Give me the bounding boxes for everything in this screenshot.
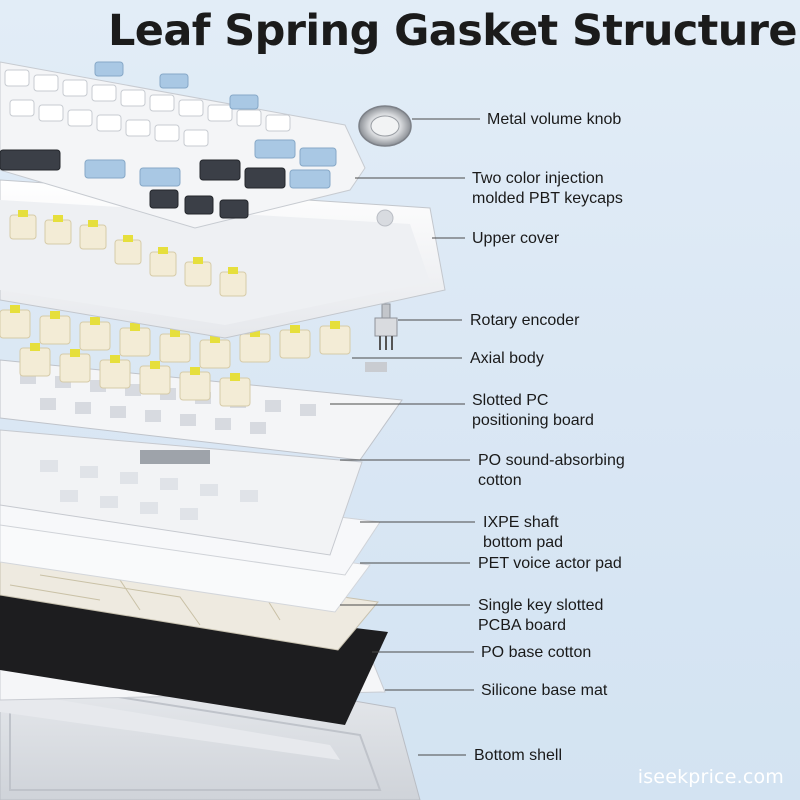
metal-volume-knob <box>358 105 412 147</box>
label-pet-pad: PET voice actor pad <box>478 555 622 572</box>
page-title: Leaf Spring Gasket Structure <box>108 6 798 56</box>
label-metal-volume-knob: Metal volume knob <box>487 111 622 128</box>
axial-body-switches <box>0 305 387 407</box>
label-rotary-encoder: Rotary encoder <box>470 312 580 329</box>
label-silicone-mat: Silicone base mat <box>481 682 608 699</box>
watermark: iseekprice.com <box>637 766 784 788</box>
label-po-base-cotton: PO base cotton <box>481 644 592 661</box>
po-sound-absorbing-cotton <box>0 429 363 556</box>
label-upper-cover: Upper cover <box>472 230 560 247</box>
pbt-keycaps <box>0 61 366 229</box>
label-bottom-shell: Bottom shell <box>474 747 563 764</box>
label-axial-body: Axial body <box>470 350 544 367</box>
rotary-encoder <box>374 303 398 350</box>
leader-lines <box>330 118 480 756</box>
po-base-cotton <box>0 585 388 725</box>
upper-cover <box>0 179 446 339</box>
